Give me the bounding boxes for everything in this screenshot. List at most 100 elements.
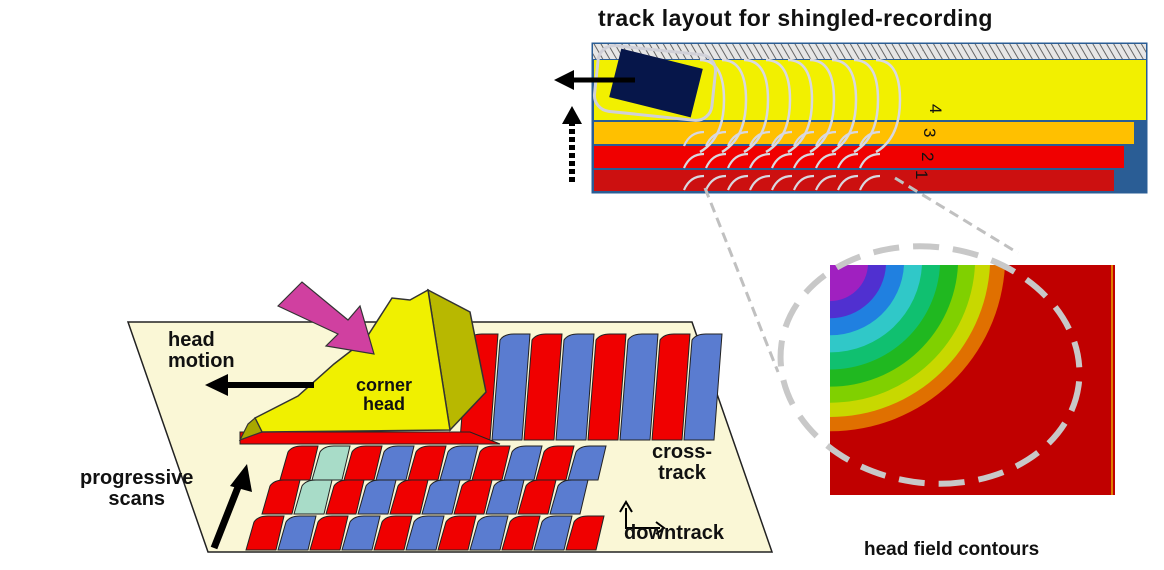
- shingle-arc-small: [770, 174, 793, 191]
- scan-strip: [567, 445, 607, 481]
- shingle-arc: [831, 58, 858, 154]
- corner-head-shape: [238, 288, 487, 442]
- hatched-top-band: [593, 44, 1146, 59]
- shingle-arcs: [682, 58, 902, 191]
- scan-strip: [373, 515, 413, 551]
- scan-strip: [311, 445, 351, 481]
- scan-strip: [651, 333, 691, 441]
- track-1: [594, 170, 1114, 191]
- scan-strip: [501, 515, 541, 551]
- media-perspective: [126, 281, 774, 553]
- field-contours: [830, 265, 1005, 432]
- scan-strip: [469, 515, 509, 551]
- head-field-contours-label: head field contours: [864, 539, 1040, 560]
- contour-band: [830, 265, 868, 302]
- head-motion-line-2: motion: [168, 350, 235, 372]
- red-head-trailing-strip: [239, 431, 501, 445]
- scan-strip: [503, 445, 543, 481]
- shingle-arc-small: [858, 152, 881, 169]
- scan-strip: [619, 333, 659, 441]
- corner-head-label: corner head: [356, 376, 412, 414]
- field-direction-arrow: [276, 281, 375, 355]
- progressive-scans-line-1: progressive: [80, 467, 194, 489]
- shingle-arc: [853, 58, 880, 154]
- scan-strip: [279, 445, 319, 481]
- shingle-arc-small: [682, 174, 705, 191]
- cross-track-line-2: track: [658, 462, 706, 484]
- shingle-arc-small: [770, 152, 793, 169]
- scan-strip: [523, 333, 563, 441]
- shingle-arc: [721, 58, 748, 154]
- corner-head-line-2: head: [363, 393, 406, 414]
- scan-strip: [375, 445, 415, 481]
- shingle-arc-small: [682, 152, 705, 169]
- track-layout-panel: 4 3 2 1: [554, 42, 1148, 194]
- shingle-arc-small: [858, 174, 881, 191]
- scan-strip: [565, 515, 605, 551]
- track-number-2: 2: [918, 152, 937, 161]
- scan-strip: [405, 515, 445, 551]
- cross-track-line-1: cross-: [652, 441, 713, 463]
- track-number-3: 3: [920, 128, 939, 137]
- track-3: [594, 122, 1134, 144]
- zoom-ellipse: [777, 243, 1083, 487]
- cross-track-label: cross- track: [652, 442, 712, 484]
- scan-strip: [471, 445, 511, 481]
- scan-strip: [407, 445, 447, 481]
- corner-head-line-1: corner: [356, 375, 413, 395]
- scan-strip: [491, 333, 531, 441]
- shingle-arc-small: [748, 174, 771, 191]
- progressive-scans-line-2: scans: [108, 488, 166, 510]
- head-footprint-outline: [592, 44, 718, 122]
- track-number-1: 1: [912, 170, 931, 179]
- shingle-arc-small: [836, 174, 859, 191]
- track-2: [594, 146, 1124, 168]
- scan-strip: [245, 515, 285, 551]
- zoom-connector-lines: [703, 176, 1019, 373]
- shingle-arc: [699, 58, 726, 154]
- shingle-arc-small: [770, 130, 793, 147]
- head-motion-line-1: head: [168, 329, 215, 351]
- head-motion-label: head motion: [168, 330, 235, 372]
- scan-strip: [277, 515, 317, 551]
- scan-strip: [437, 515, 477, 551]
- track-number-4: 4: [926, 104, 945, 113]
- scan-strip: [343, 445, 383, 481]
- head-field-contour-plot: [777, 243, 1115, 495]
- progressive-scans-arrow: [210, 464, 252, 550]
- scan-strip: [533, 515, 573, 551]
- shingle-arc-small: [704, 174, 727, 191]
- shingle-arc-small: [704, 152, 727, 169]
- scan-strip: [535, 445, 575, 481]
- progressive-scans-label: progressive scans: [80, 468, 193, 510]
- shingle-arc-small: [858, 130, 881, 147]
- shingle-arc-small: [792, 174, 815, 191]
- scan-strip: [683, 333, 723, 441]
- scan-strip: [341, 515, 381, 551]
- progressive-scan-arrow-top: [562, 106, 582, 182]
- shingle-arc-small: [682, 130, 705, 147]
- shingle-arc-small: [726, 130, 749, 147]
- downtrack-label: downtrack: [624, 522, 725, 544]
- shingle-arc-small: [814, 130, 837, 147]
- head-motion-arrow: [205, 374, 314, 396]
- shingle-arc: [743, 58, 770, 154]
- scan-strip: [309, 515, 349, 551]
- page-title: track layout for shingled-recording: [598, 5, 993, 31]
- shingle-arc-small: [792, 152, 815, 169]
- shingle-arc-small: [748, 152, 771, 169]
- scan-strip: [587, 333, 627, 441]
- shingle-arc-small: [836, 152, 859, 169]
- shingle-arc: [809, 58, 836, 154]
- scan-rows: [239, 333, 723, 551]
- shingle-arc-small: [748, 130, 771, 147]
- shingle-arc: [875, 58, 902, 154]
- shingle-arc-small: [704, 130, 727, 147]
- scan-strip: [439, 445, 479, 481]
- shingle-arc-small: [726, 174, 749, 191]
- shingle-arc-small: [814, 174, 837, 191]
- shingle-arc-small: [726, 152, 749, 169]
- axis-indicator: [619, 500, 666, 535]
- shingle-arc: [765, 58, 792, 154]
- head-motion-arrow-top: [554, 70, 635, 90]
